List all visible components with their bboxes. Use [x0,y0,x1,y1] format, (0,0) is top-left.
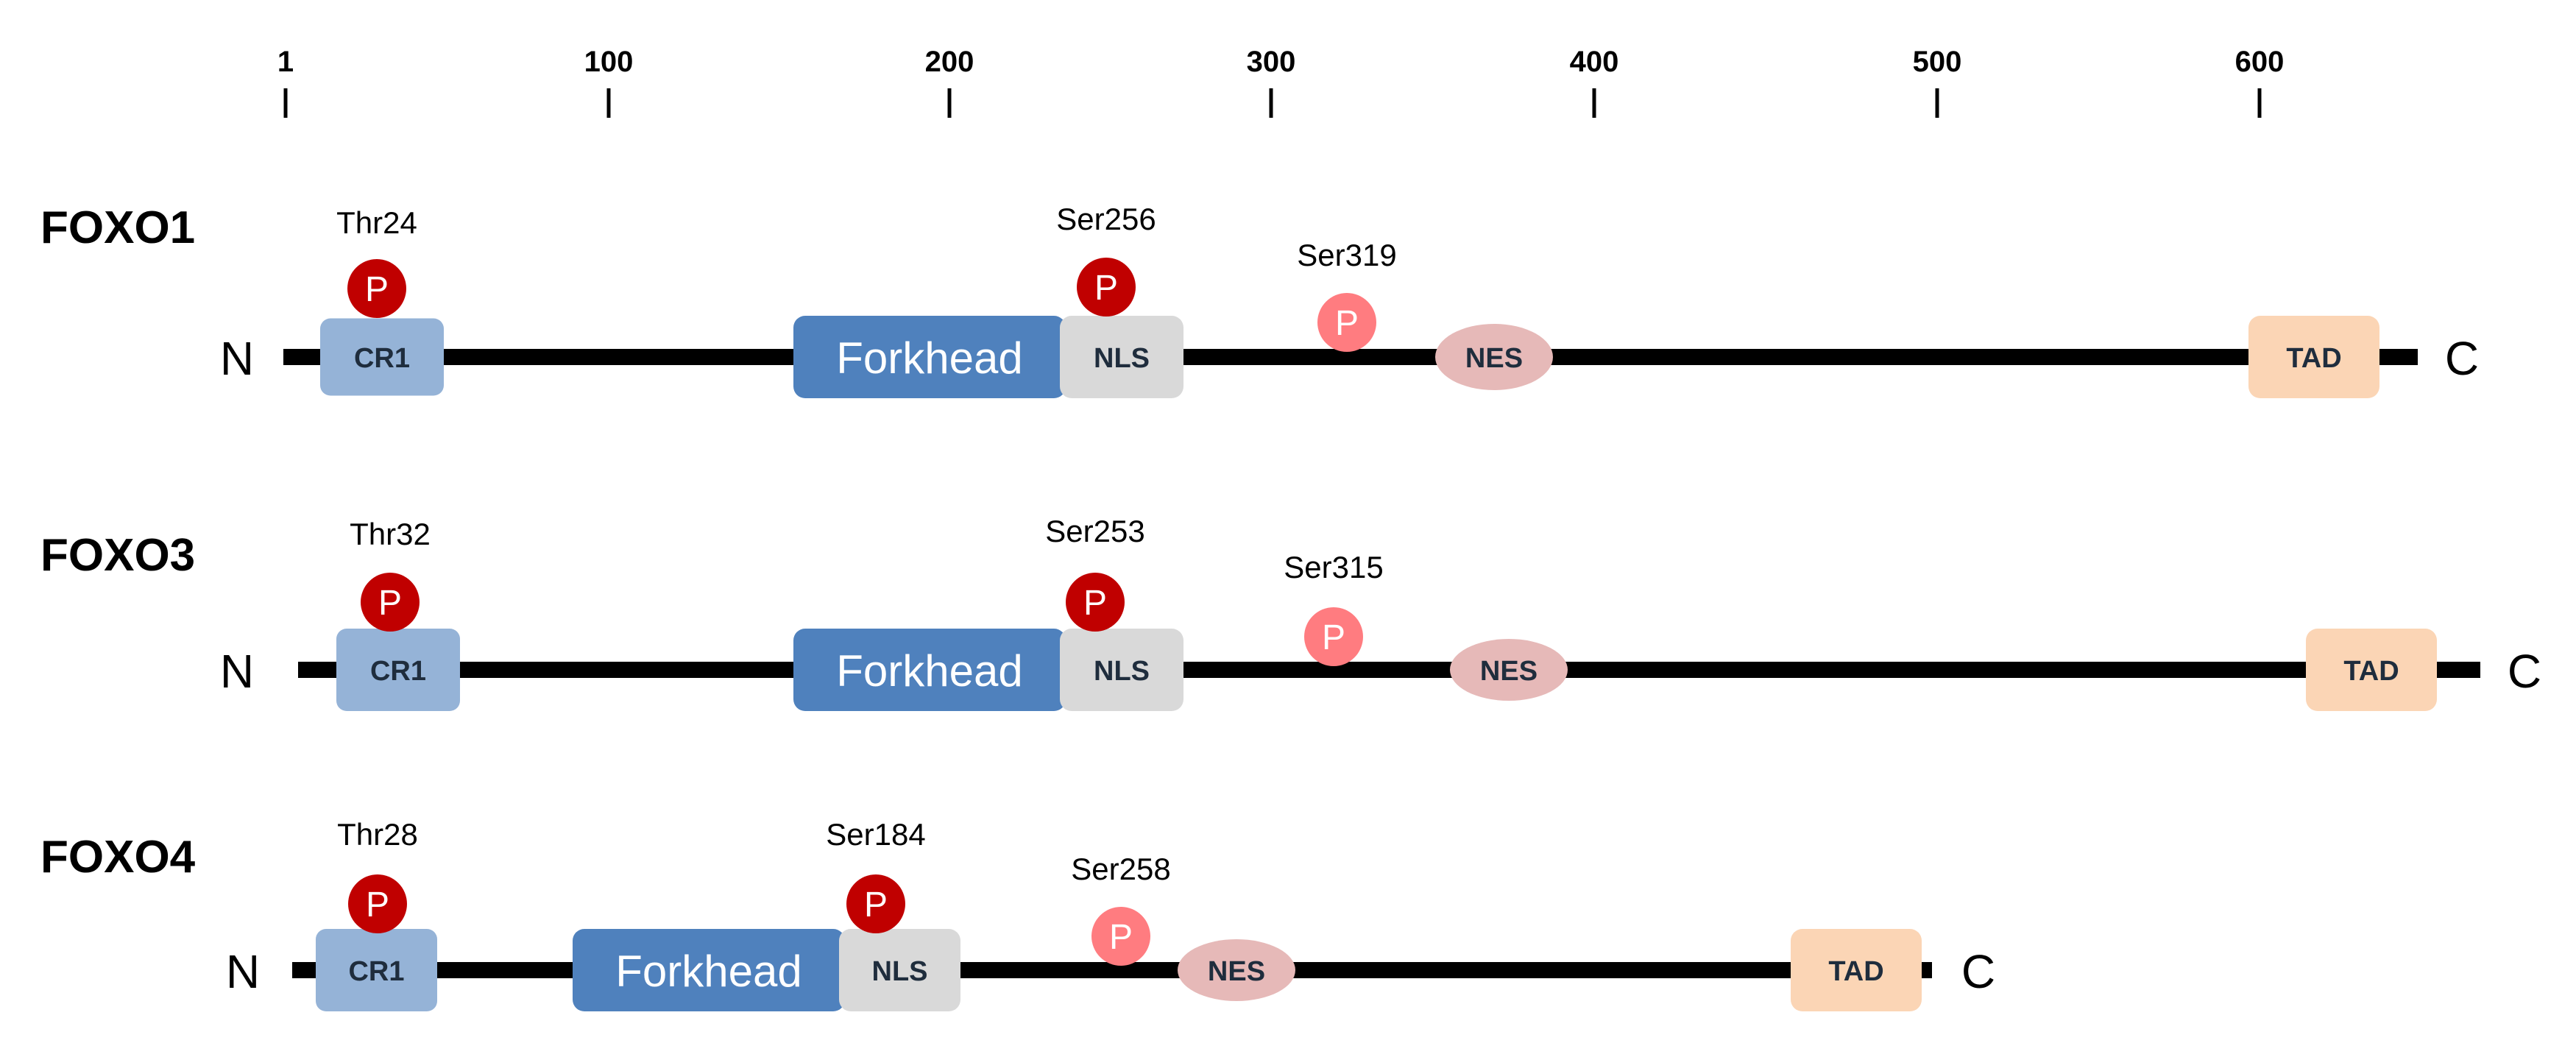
tad-domain [2306,629,2437,711]
scale-tick-label: 600 [2235,46,2285,78]
phosphorylation-icon [1066,573,1125,632]
phosphorylation-icon-label: P [1335,304,1359,343]
nls-domain [1060,629,1183,711]
phospho-site-label: Thr32 [350,517,431,551]
phosphorylation-icon-label: P [1083,584,1107,623]
forkhead-domain [573,929,845,1011]
phosphorylation-icon [361,573,420,632]
tad-domain-label: TAD [2343,656,2399,687]
phospho-site-label: Ser258 [1071,852,1170,886]
nes-domain [1435,324,1553,390]
phospho-site-label: Thr28 [337,817,418,852]
cr1-domain-label: CR1 [370,656,426,687]
forkhead-domain-label: Forkhead [836,333,1022,383]
phospho-site-label: Thr24 [336,205,417,240]
phosphorylation-icon-label: P [1094,269,1118,308]
c-terminus-label: C [2445,332,2479,385]
scale-tick-label: 500 [1913,46,1962,78]
nes-domain-label: NES [1480,656,1538,687]
phosphorylation-icon [1091,907,1150,966]
protein-name: FOXO4 [40,832,196,883]
phosphorylation-icon [1317,293,1376,352]
phosphorylation-icon-label: P [365,270,389,309]
forkhead-domain [793,316,1066,398]
scale-tick-label: 300 [1247,46,1296,78]
nls-domain [1060,316,1183,398]
nes-domain [1450,639,1568,701]
phosphorylation-icon [1077,258,1136,317]
forkhead-domain-label: Forkhead [836,646,1022,696]
nes-domain-label: NES [1465,343,1523,374]
tad-domain-label: TAD [1828,956,1883,987]
phospho-site-label: Ser253 [1045,514,1144,548]
phospho-site-label: Ser315 [1284,550,1383,584]
nls-domain [839,929,960,1011]
c-terminus-label: C [2508,645,2541,698]
phosphorylation-icon-label: P [1322,618,1345,657]
phosphorylation-icon-label: P [864,885,888,925]
tad-domain-label: TAD [2286,343,2341,374]
phosphorylation-icon-label: P [366,885,389,925]
tad-domain [1791,929,1922,1011]
phospho-site-label: Ser256 [1056,202,1156,236]
cr1-domain [320,318,444,396]
cr1-domain-label: CR1 [348,956,404,987]
tad-domain [2248,316,2379,398]
nes-domain [1178,939,1295,1001]
phosphorylation-icon-label: P [1109,918,1133,957]
protein-name: FOXO1 [40,202,195,253]
nls-domain-label: NLS [872,956,928,987]
nls-domain-label: NLS [1094,343,1150,374]
phospho-site-label: Ser184 [826,817,925,852]
scale-tick-label: 100 [584,46,634,78]
phosphorylation-icon [348,874,407,933]
phosphorylation-icon [347,259,406,318]
scale-tick-label: 200 [925,46,974,78]
cr1-domain [336,629,460,711]
cr1-domain [316,929,437,1011]
nes-domain-label: NES [1208,956,1265,987]
c-terminus-label: C [1961,945,1995,998]
phosphorylation-icon [846,874,905,933]
phosphorylation-icon [1304,607,1363,666]
scale-tick-label: 1 [277,46,294,78]
phospho-site-label: Ser319 [1297,238,1396,272]
forkhead-domain-label: Forkhead [615,947,802,996]
protein-name: FOXO3 [40,530,195,581]
n-terminus-label: N [220,332,254,385]
nls-domain-label: NLS [1094,656,1150,687]
scale-tick-label: 400 [1570,46,1619,78]
cr1-domain-label: CR1 [354,343,410,374]
phosphorylation-icon-label: P [378,584,402,623]
n-terminus-label: N [220,645,254,698]
forkhead-domain [793,629,1066,711]
n-terminus-label: N [226,945,260,998]
